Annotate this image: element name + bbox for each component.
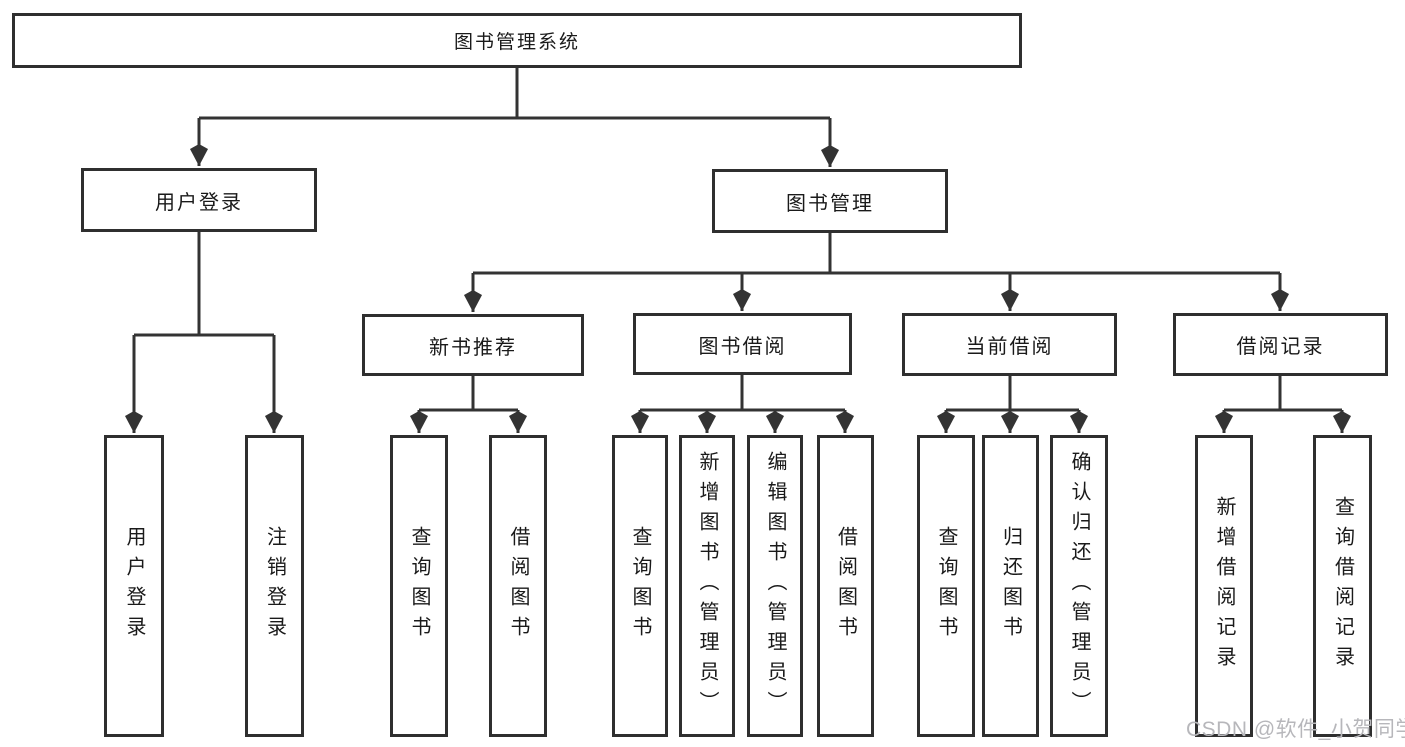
node-book-management: 图书管理 [712,169,948,233]
edge-current-borrowing-children [937,376,1088,433]
edge-borrowing-records-children [1215,376,1351,433]
node-book-borrowing: 图书借阅 [633,313,852,375]
edge-user-login-children [125,232,283,433]
node-new-book-recommend: 新书推荐 [362,314,584,376]
leaf-query-borrow-record: 查询借阅记录 [1313,435,1372,737]
node-borrowing-records: 借阅记录 [1173,313,1388,376]
node-label: 查询图书 [935,526,957,646]
watermark-text: CSDN @软件_小贺同学 [1186,718,1405,741]
node-user-login: 用户登录 [81,168,317,232]
node-label: 新增借阅记录 [1213,496,1235,676]
leaf-confirm-return-admin: 确认归还（管理员） [1050,435,1108,737]
node-label: 新书推荐 [429,336,517,359]
node-label: 用户登录 [155,191,243,214]
node-label: 当前借阅 [965,336,1054,358]
node-label: 图书管理系统 [453,32,580,53]
node-label: 图书管理 [786,192,874,215]
leaf-add-borrow-record: 新增借阅记录 [1195,435,1253,737]
node-label: 查询借阅记录 [1331,496,1354,676]
edge-book-management-children [464,233,1289,312]
node-label: 借阅图书 [507,526,529,646]
node-label: 编辑图书（管理员） [764,451,786,721]
node-label: 查询图书 [408,526,430,646]
node-label: 图书借阅 [698,335,787,358]
edge-book-borrowing-children [631,375,854,433]
node-label: 查询图书 [629,526,651,646]
edge-new-book-recommend-children [410,376,527,433]
leaf-return-books: 归还图书 [982,435,1039,737]
leaf-query-books-borrowing: 查询图书 [612,435,668,737]
node-label: 借阅记录 [1236,336,1325,358]
node-library-management-system: 图书管理系统 [12,13,1022,68]
leaf-edit-books-admin: 编辑图书（管理员） [747,435,803,737]
leaf-logout-login: 注销登录 [245,435,304,737]
leaf-add-books-admin: 新增图书（管理员） [679,435,735,737]
leaf-query-books-recommend: 查询图书 [390,435,448,737]
node-label: 借阅图书 [834,526,857,646]
node-label: 用户登录 [123,526,145,646]
leaf-borrow-books-borrowing: 借阅图书 [817,435,874,737]
node-current-borrowing: 当前借阅 [902,313,1117,376]
node-label: 确认归还（管理员） [1068,451,1090,721]
node-label: 新增图书（管理员） [696,451,718,721]
node-label: 注销登录 [263,526,286,646]
leaf-query-books-current: 查询图书 [917,435,975,737]
edge-root-to-level2 [190,68,839,167]
leaf-borrow-books-recommend: 借阅图书 [489,435,547,737]
leaf-user-login: 用户登录 [104,435,164,737]
node-label: 归还图书 [999,526,1022,646]
